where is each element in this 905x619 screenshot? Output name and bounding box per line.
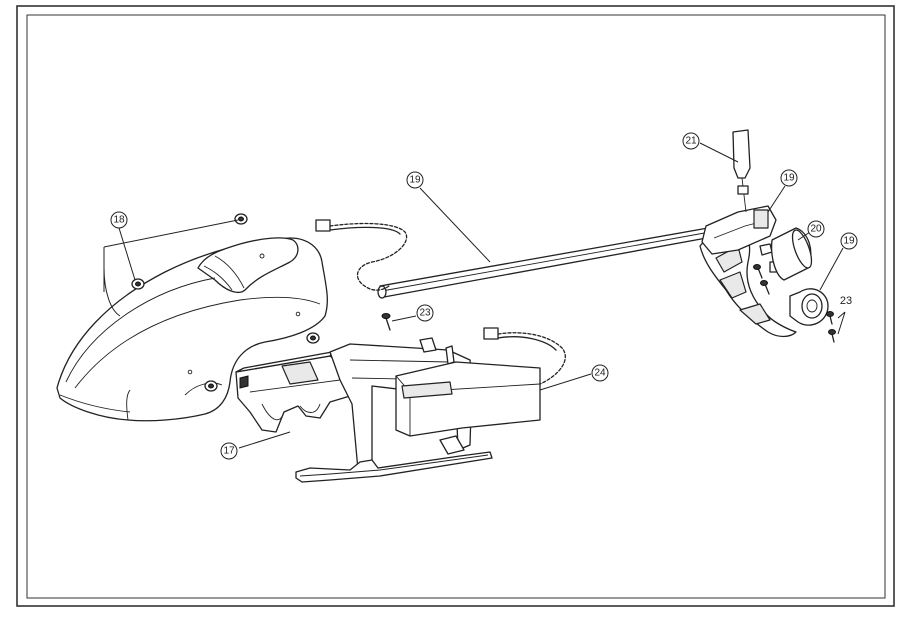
callout-label: 17 — [223, 446, 235, 457]
screw — [753, 264, 763, 279]
callout-label: 24 — [594, 368, 606, 379]
tail-screws — [753, 264, 836, 343]
label-23-right: 23 — [840, 295, 852, 307]
screw — [381, 313, 391, 331]
boom-clamp — [789, 288, 829, 326]
callout-label: 23 — [419, 308, 431, 319]
grommet — [306, 332, 320, 344]
tail-blade — [732, 129, 751, 179]
screw — [828, 329, 836, 343]
screw — [760, 280, 770, 295]
callout-17: 17 — [220, 442, 238, 460]
wire-connector — [315, 219, 331, 232]
battery-wire — [483, 327, 566, 385]
callout-label: 21 — [685, 136, 697, 147]
callout-label: 19 — [843, 236, 855, 247]
tail-motor — [770, 227, 813, 281]
callout-19-boom: 19 — [406, 171, 424, 189]
callout-19-clamp: 19 — [840, 232, 858, 250]
callout-21: 21 — [682, 132, 700, 150]
inner-border — [26, 14, 886, 599]
callout-label: 19 — [783, 173, 795, 184]
grommet — [234, 213, 248, 225]
outer-border — [16, 5, 895, 607]
callout-18: 18 — [110, 211, 128, 229]
canopy-mount-frame — [235, 351, 351, 433]
canopy — [56, 237, 328, 422]
screw — [826, 311, 834, 325]
callout-24: 24 — [591, 364, 609, 382]
battery-connector — [483, 327, 499, 340]
grommet — [204, 380, 218, 392]
tail-boom — [377, 227, 713, 299]
leader-lines — [103, 142, 846, 449]
callout-label: 19 — [409, 175, 421, 186]
battery-pack — [395, 361, 541, 437]
callout-label: 20 — [810, 224, 822, 235]
callout-20: 20 — [807, 220, 825, 238]
tail-rotor-assembly — [699, 129, 797, 338]
plain-label: 23 — [840, 295, 852, 307]
callout-label: 18 — [113, 215, 125, 226]
tail-wire — [315, 219, 408, 291]
grommets — [131, 213, 320, 392]
callout-23-center: 23 — [416, 304, 434, 322]
grommet — [131, 278, 145, 290]
callout-19-tail: 19 — [780, 169, 798, 187]
